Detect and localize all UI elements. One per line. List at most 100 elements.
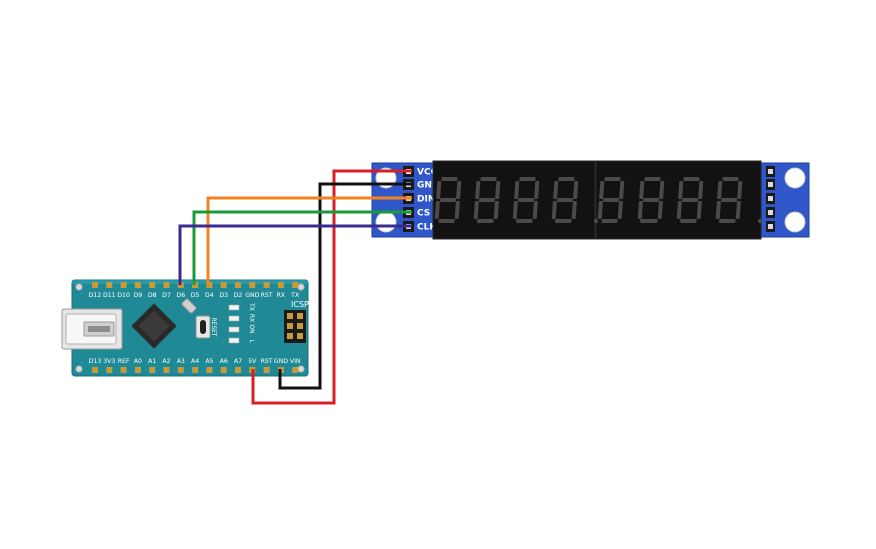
nano-pin-label: 3V3 (103, 358, 115, 365)
output-pin (768, 169, 773, 174)
max7219-pin-label: DIN (417, 195, 435, 205)
mount-hole (784, 167, 806, 189)
led-label-tx: TX (248, 302, 255, 311)
wire-d6-to-clk (178, 224, 412, 285)
nano-pin-label: VIN (290, 358, 301, 365)
nano-pin (120, 282, 127, 288)
nano-pin (263, 282, 270, 288)
mount-hole (297, 283, 305, 291)
max7219-output-header (766, 166, 775, 232)
mount-hole (375, 211, 397, 233)
nano-pin-label: D11 (103, 292, 116, 299)
led-label-rx: RX (248, 314, 255, 322)
digit-8 (512, 177, 560, 224)
nano-pin (163, 367, 170, 373)
nano-pin-label: GND (245, 292, 259, 299)
max7219-pin-labels: VCC GND DIN CS CLK (417, 168, 439, 233)
nano-pin-label: D4 (205, 292, 214, 299)
nano-pin-label: RST (261, 358, 273, 365)
nano-pin (277, 282, 284, 288)
nano-pin (92, 367, 98, 373)
icsp-label: ICSP (291, 300, 309, 309)
nano-pin (92, 282, 98, 288)
nano-pin-label: RX (277, 292, 286, 299)
wire-d5-to-cs (192, 210, 412, 285)
nano-bottom-pin-row (92, 367, 299, 373)
nano-pin-label: GND (274, 358, 288, 365)
nano-pin-label: A4 (191, 358, 199, 365)
output-pin (768, 210, 773, 215)
microcontroller-chip (131, 303, 177, 349)
nano-pin (134, 282, 141, 288)
max7219-module: VCC GND DIN CS CLK (371, 160, 810, 240)
nano-pin-label: D13 (89, 358, 102, 365)
digit-8 (551, 177, 599, 224)
output-pin (768, 196, 773, 201)
status-leds (228, 304, 240, 344)
mount-hole (297, 365, 305, 373)
nano-pin (220, 367, 227, 373)
nano-pin-label: A1 (148, 358, 156, 365)
output-pin (768, 182, 773, 187)
nano-pin-label: D10 (117, 292, 130, 299)
nano-pin (292, 367, 299, 373)
nano-pin (220, 282, 227, 288)
nano-pin (235, 282, 241, 288)
nano-pin-label: D5 (191, 292, 200, 299)
led-label-on: ON (248, 324, 255, 333)
usb-connector (61, 308, 123, 350)
wires (178, 169, 412, 405)
mount-hole (75, 283, 83, 291)
nano-pin-label: D2 (234, 292, 243, 299)
nano-pin-label: 5V (248, 358, 257, 365)
nano-pin-label: A7 (234, 358, 242, 365)
nano-pin (192, 367, 199, 373)
wire-d4-to-din (206, 196, 412, 285)
nano-pin (106, 367, 113, 373)
mount-hole (75, 365, 83, 373)
max7219-pin-label: VCC (417, 168, 438, 178)
nano-pin (149, 282, 156, 288)
max7219-pin-label: GND (417, 181, 439, 191)
icsp-header (284, 310, 306, 343)
wire-5v-to-vcc (251, 169, 412, 405)
nano-pin (106, 282, 113, 288)
nano-pin (120, 367, 127, 373)
nano-pin (177, 367, 184, 373)
crystal (181, 298, 197, 314)
nano-pin-label: A0 (134, 358, 142, 365)
seven-segment-digits (434, 177, 763, 224)
nano-pin (292, 282, 299, 288)
wire-gnd-to-gnd (278, 182, 412, 390)
nano-pin (263, 367, 270, 373)
nano-pin (206, 367, 213, 373)
reset-button (195, 315, 211, 339)
nano-pin-label: A6 (220, 358, 228, 365)
nano-pin (149, 367, 156, 373)
led-label-l: L (248, 339, 255, 343)
nano-pin-label: D8 (148, 292, 157, 299)
digit-8 (715, 177, 763, 224)
nano-pin-label: D6 (176, 292, 185, 299)
nano-pin (163, 282, 170, 288)
nano-pin-label: REF (118, 358, 130, 365)
nano-pin-label: D9 (134, 292, 143, 299)
nano-pin-label: D3 (219, 292, 228, 299)
nano-pin-label: A3 (177, 358, 185, 365)
nano-pin (235, 367, 241, 373)
nano-pin-label: A5 (205, 358, 213, 365)
max7219-pin-label: CS (417, 209, 430, 219)
max7219-pin-label: CLK (417, 223, 437, 233)
mount-hole (784, 211, 806, 233)
nano-pin (249, 282, 256, 288)
nano-pin-label: A2 (162, 358, 170, 365)
nano-pin-label: D7 (162, 292, 171, 299)
nano-pin-label: D12 (89, 292, 102, 299)
nano-pin (134, 367, 141, 373)
nano-pin-label: RST (261, 292, 273, 299)
reset-label: RESET (210, 317, 217, 337)
